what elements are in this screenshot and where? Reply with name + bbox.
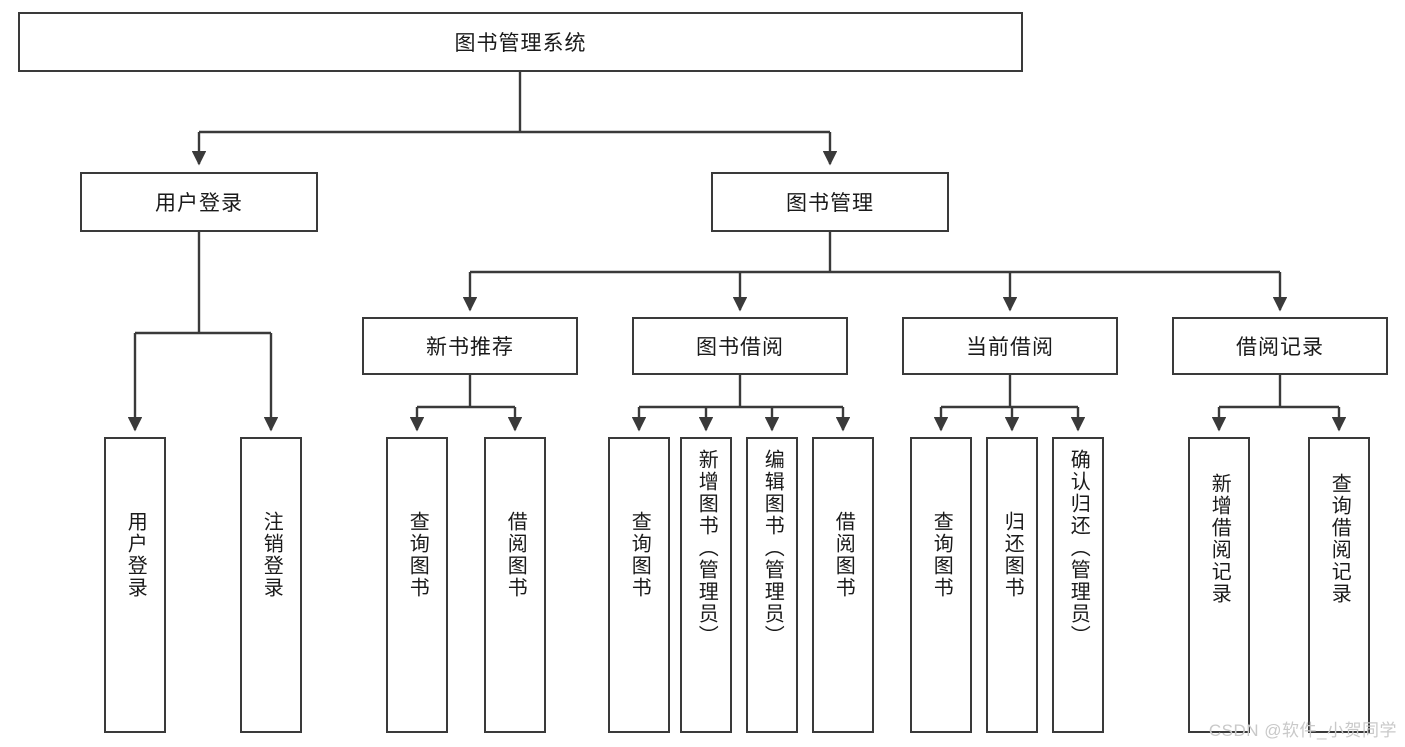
node-new-book-rec-label: 新书推荐	[426, 336, 514, 359]
leaf-confirm-return-admin[interactable]: 确认归还（管理员）	[1052, 437, 1104, 733]
leaf-add-borrow-record[interactable]: 新增借阅记录	[1188, 437, 1250, 733]
leaf-user-logout-label: 注销登录	[260, 511, 283, 599]
leaf-return-book[interactable]: 归还图书	[986, 437, 1038, 733]
leaf-cur-query-book[interactable]: 查询图书	[910, 437, 972, 733]
leaf-query-borrow-record-label: 查询借阅记录	[1328, 473, 1351, 605]
leaf-edit-book-admin[interactable]: 编辑图书（管理员）	[746, 437, 798, 733]
leaf-rec-borrow-book-label: 借阅图书	[504, 511, 527, 599]
leaf-borrow-query-book-label: 查询图书	[628, 511, 651, 599]
node-user-login-label: 用户登录	[155, 192, 243, 215]
node-root-label: 图书管理系统	[454, 32, 587, 55]
leaf-add-book-admin-label: 新增图书（管理员）	[695, 449, 718, 647]
leaf-rec-query-book-label: 查询图书	[406, 511, 429, 599]
leaf-rec-query-book[interactable]: 查询图书	[386, 437, 448, 733]
leaf-user-login-label: 用户登录	[124, 511, 147, 599]
node-book-manage-label: 图书管理	[786, 192, 874, 215]
node-user-login[interactable]: 用户登录	[80, 172, 318, 232]
leaf-edit-book-admin-label: 编辑图书（管理员）	[761, 449, 784, 647]
leaf-add-borrow-record-label: 新增借阅记录	[1208, 473, 1231, 605]
node-root[interactable]: 图书管理系统	[18, 12, 1023, 72]
leaf-borrow-query-book[interactable]: 查询图书	[608, 437, 670, 733]
leaf-rec-borrow-book[interactable]: 借阅图书	[484, 437, 546, 733]
node-new-book-rec[interactable]: 新书推荐	[362, 317, 578, 375]
node-book-borrow-label: 图书借阅	[696, 336, 784, 359]
leaf-user-logout[interactable]: 注销登录	[240, 437, 302, 733]
leaf-borrow-book[interactable]: 借阅图书	[812, 437, 874, 733]
node-current-borrow[interactable]: 当前借阅	[902, 317, 1118, 375]
leaf-user-login[interactable]: 用户登录	[104, 437, 166, 733]
node-current-borrow-label: 当前借阅	[966, 336, 1054, 359]
csdn-watermark: CSDN @软件_小贺同学	[1208, 721, 1397, 740]
node-borrow-record-label: 借阅记录	[1236, 336, 1324, 359]
leaf-confirm-return-admin-label: 确认归还（管理员）	[1067, 449, 1090, 647]
leaf-add-book-admin[interactable]: 新增图书（管理员）	[680, 437, 732, 733]
leaf-borrow-book-label: 借阅图书	[832, 511, 855, 599]
leaf-query-borrow-record[interactable]: 查询借阅记录	[1308, 437, 1370, 733]
node-book-manage[interactable]: 图书管理	[711, 172, 949, 232]
node-book-borrow[interactable]: 图书借阅	[632, 317, 848, 375]
node-borrow-record[interactable]: 借阅记录	[1172, 317, 1388, 375]
leaf-cur-query-book-label: 查询图书	[930, 511, 953, 599]
leaf-return-book-label: 归还图书	[1001, 511, 1024, 599]
